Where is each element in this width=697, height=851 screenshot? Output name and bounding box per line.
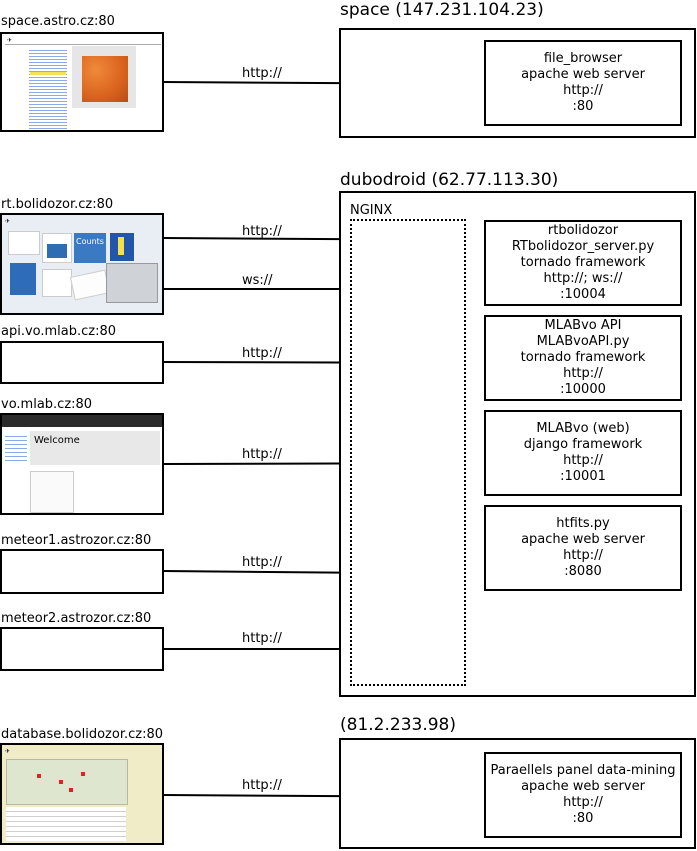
thumbnail-space-astro: ✈ bbox=[0, 32, 164, 132]
protocol-label-rt-ws: ws:// bbox=[242, 273, 273, 288]
nginx-label: NGINX bbox=[350, 203, 393, 218]
protocol-label-database: http:// bbox=[242, 778, 282, 793]
protocol-label-meteor1: http:// bbox=[242, 555, 282, 570]
file-list bbox=[29, 48, 67, 130]
welcome-banner: Welcome bbox=[30, 431, 160, 465]
counts-label: Counts bbox=[76, 237, 104, 246]
service-rtbolidozor: rtbolidozor RTbolidozor_server.py tornad… bbox=[484, 220, 682, 306]
service-parallels-panel: Paraellels panel data-mining apache web … bbox=[484, 752, 682, 838]
service-file-browser: file_browser apache web server http:// :… bbox=[484, 40, 682, 126]
site-label-meteor2: meteor2.astrozor.cz:80 bbox=[1, 611, 152, 626]
service-mlabvo-api: MLABvo API MLABvoAPI.py tornado framewor… bbox=[484, 315, 682, 401]
server-title-space: space (147.231.104.23) bbox=[340, 0, 544, 20]
thumb-header: ✈ bbox=[5, 37, 161, 45]
logo-icon: ✈ bbox=[5, 748, 11, 755]
server-title-dubodroid: dubodroid (62.77.113.30) bbox=[340, 170, 559, 190]
protocol-label-space: http:// bbox=[242, 66, 282, 81]
thumbnail-api-vo-mlab bbox=[0, 341, 164, 384]
thumbnail-meteor2 bbox=[0, 627, 164, 671]
thumbnail-rt-bolidozor: ✈ Counts bbox=[0, 213, 164, 315]
thumb-navbar bbox=[2, 415, 162, 427]
card bbox=[110, 233, 134, 261]
card bbox=[8, 231, 40, 255]
service-htfits: htfits.py apache web server http:// :808… bbox=[484, 505, 682, 591]
thumbnail-meteor1 bbox=[0, 549, 164, 594]
nginx-proxy-box bbox=[350, 219, 466, 686]
card bbox=[69, 269, 111, 301]
welcome-heading: Welcome bbox=[34, 435, 80, 446]
protocol-label-rt-http: http:// bbox=[242, 224, 282, 239]
site-label-meteor1: meteor1.astrozor.cz:80 bbox=[1, 533, 152, 548]
site-label-database-bolidozor: database.bolidozor.cz:80 bbox=[1, 727, 163, 742]
protocol-label-api: http:// bbox=[242, 346, 282, 361]
thumbnail-vo-mlab: Welcome bbox=[0, 413, 164, 515]
site-label-api-vo-mlab: api.vo.mlab.cz:80 bbox=[1, 324, 117, 339]
thumbnail-database-bolidozor: ✈ bbox=[0, 743, 164, 845]
site-label-rt-bolidozor: rt.bolidozor.cz:80 bbox=[1, 197, 114, 212]
file-list-highlight bbox=[30, 72, 66, 75]
server-title-third: (81.2.233.98) bbox=[340, 715, 457, 735]
protocol-label-vo: http:// bbox=[242, 447, 282, 462]
card bbox=[10, 263, 36, 295]
preview-panel bbox=[72, 46, 136, 108]
card bbox=[42, 233, 72, 263]
site-label-space-astro: space.astro.cz:80 bbox=[1, 14, 115, 29]
logo-icon: ✈ bbox=[5, 218, 11, 225]
logo-icon: ✈ bbox=[7, 37, 13, 44]
protocol-label-meteor2: http:// bbox=[242, 631, 282, 646]
map-image bbox=[6, 759, 128, 805]
content-card bbox=[30, 471, 74, 513]
data-table bbox=[6, 807, 126, 841]
site-label-vo-mlab: vo.mlab.cz:80 bbox=[1, 397, 93, 412]
side-menu bbox=[5, 433, 27, 463]
counts-card: Counts bbox=[74, 233, 106, 263]
card bbox=[42, 269, 72, 297]
device-image bbox=[106, 263, 158, 303]
heatmap-image bbox=[82, 56, 128, 102]
service-mlabvo-web: MLABvo (web) django framework http:// :1… bbox=[484, 410, 682, 496]
